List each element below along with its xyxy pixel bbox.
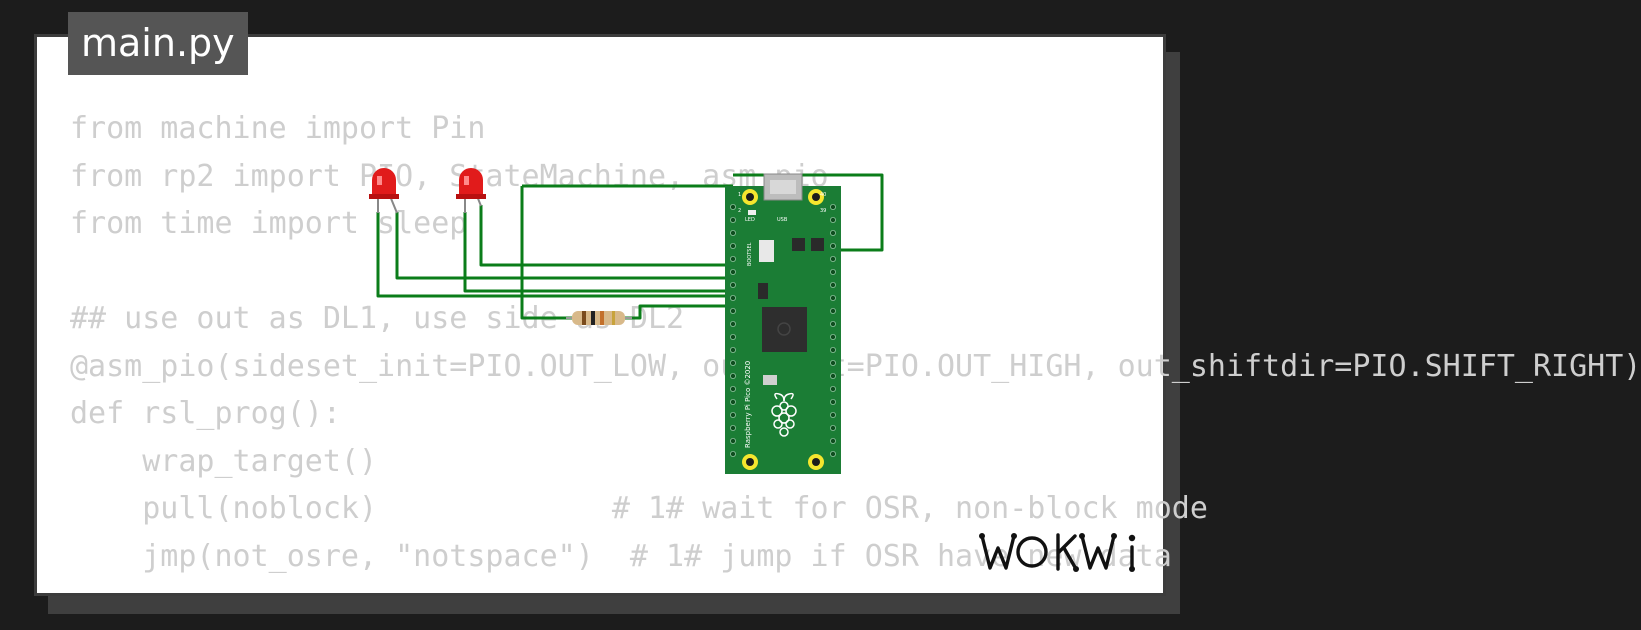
pin-label-2: 2 [738,208,741,214]
red-led-1[interactable] [369,168,399,214]
wires [376,173,884,320]
board-name-label: Raspberry Pi Pico ©2020 [744,361,752,448]
code-line: from time import sleep [70,206,468,241]
raspberry-pi-logo-icon [771,392,797,437]
resistor[interactable] [566,311,632,325]
usb-label: USB [777,217,788,223]
pin-label-39: 39 [820,208,826,214]
file-tab[interactable]: main.py [68,12,248,75]
onboard-led [748,210,756,215]
wire [376,212,733,298]
wire [520,186,572,320]
code-line: pull(noblock) # 1# wait for OSR, non-blo… [70,491,1208,526]
code-line: def rsl_prog(): [70,396,341,431]
rp2040-chip [762,307,807,352]
wire [733,173,884,252]
code-line: jmp(not_osre, "notspace") # 1# jump if O… [70,538,1172,574]
bootsel-button[interactable] [759,240,774,262]
pin-label-1: 1 [738,192,741,198]
code-line: from machine import Pin [70,111,486,146]
circuit-diagram: 1 2 39 40 LED USB BOOTSEL Raspberry Pi P… [369,168,884,474]
red-led-2[interactable] [456,168,486,213]
wokwi-logo [979,533,1136,572]
wire [625,304,733,320]
pin-label-40: 40 [820,192,826,198]
wire [463,212,733,293]
code-line: wrap_target() [70,443,378,479]
raspberry-pi-pico-board[interactable]: 1 2 39 40 LED USB BOOTSEL Raspberry Pi P… [725,173,841,474]
bootsel-label: BOOTSEL [747,242,753,266]
wire [479,205,733,267]
led-label: LED [745,217,755,223]
code-line: @asm_pio(sideset_init=PIO.OUT_LOW, out_i… [70,348,1641,384]
wire [395,212,733,280]
